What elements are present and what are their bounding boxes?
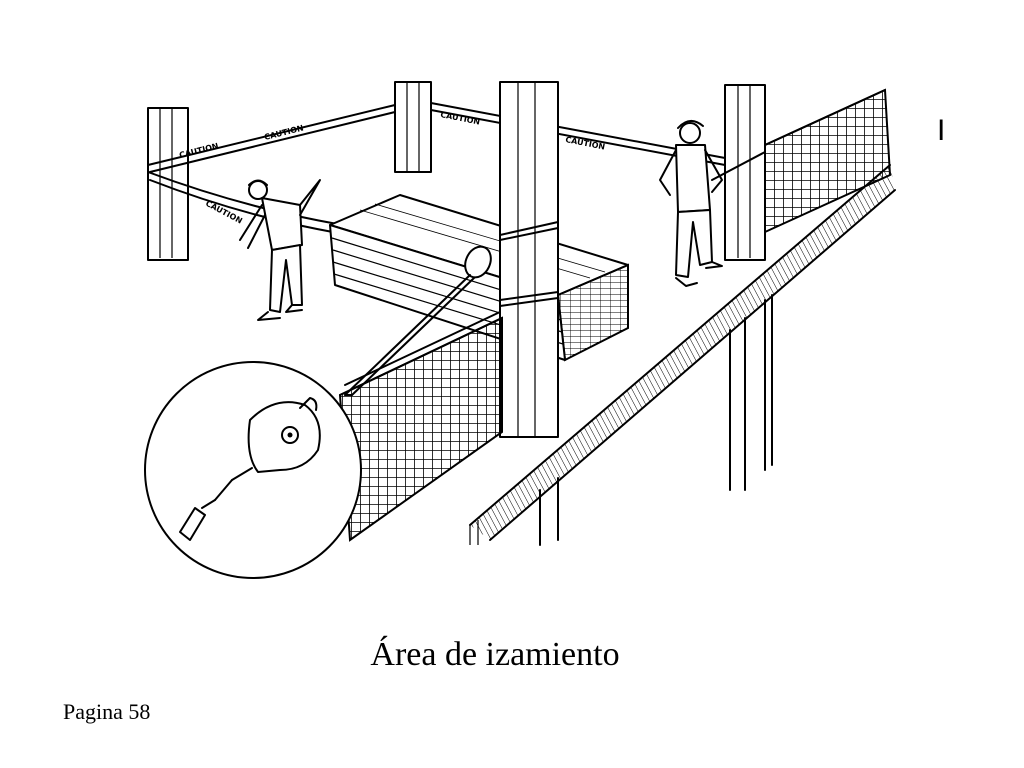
tape-label: CAUTION [440,110,481,127]
safety-net-right [764,88,892,234]
page-number-label: Pagina 58 [63,699,151,724]
construction-site-illustration: CAUTION CAUTION CAUTION CAUTION CAUTION … [144,81,896,579]
tape-label: CAUTION [204,199,244,226]
detail-inset [144,361,362,579]
illustration-caption: Área de izamiento [370,636,620,673]
back-column-right [724,84,766,261]
back-column-middle [394,81,432,173]
front-column [499,81,559,438]
safety-net-front [338,311,503,542]
lower-columns [539,294,773,546]
worker-left [239,179,321,321]
worker-right [659,120,766,287]
side-mark: I [937,114,946,147]
retractable-lifeline-icon [179,397,321,541]
tape-label: CAUTION [565,135,606,152]
